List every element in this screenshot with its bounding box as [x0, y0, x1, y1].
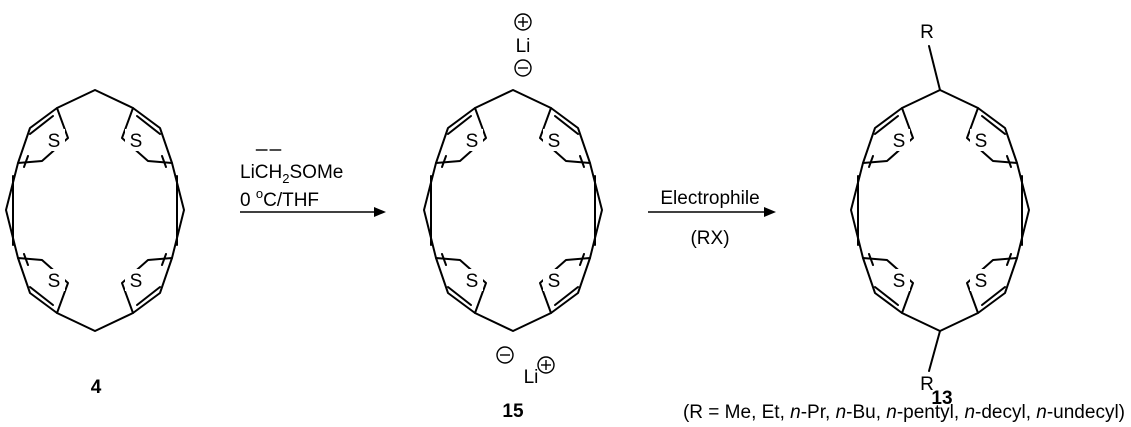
- compound-4-structure: S S S S: [5, 89, 185, 332]
- sulfur-label: S: [975, 131, 988, 152]
- sulfur-label: S: [466, 131, 479, 152]
- sulfur-label: S: [893, 271, 906, 292]
- top-lithium-carbanion: Li: [514, 13, 532, 77]
- sulfur-label: S: [130, 131, 143, 152]
- substituent-footnote: (R = Me, Et, n-Pr, n-Bu, n-pentyl, n-dec…: [683, 402, 1125, 423]
- compound-label-13: 13: [931, 388, 952, 409]
- sulfur-label: S: [48, 131, 61, 152]
- sulfur-label: S: [893, 131, 906, 152]
- reagent-line-2: 0 oC/THF: [240, 186, 319, 211]
- r-substituent-top: R: [920, 22, 934, 43]
- sulfur-label: S: [130, 271, 143, 292]
- compound-label-4: 4: [91, 377, 102, 398]
- electrophile-label: Electrophile: [660, 188, 759, 209]
- sulfur-label: S: [548, 271, 561, 292]
- lithium-label: Li: [524, 367, 539, 388]
- rx-label: (RX): [690, 228, 729, 249]
- sulfur-label: S: [466, 271, 479, 292]
- sulfur-label: S: [48, 271, 61, 292]
- sulfur-label: S: [975, 271, 988, 292]
- r-substituent-bottom: R: [920, 374, 934, 395]
- sulfur-label: S: [548, 131, 561, 152]
- reagent-line-1: LiCH2SOMe: [240, 162, 343, 186]
- lithium-label: Li: [516, 36, 531, 57]
- compound-13-structure: S S S S: [850, 45, 1030, 372]
- reaction-arrow-2: Electrophile (RX): [648, 188, 776, 249]
- reaction-arrow-1: LiCH2SOMe 0 oC/THF: [240, 149, 386, 217]
- compound-15-structure: S S S S: [423, 89, 603, 332]
- compound-label-15: 15: [502, 401, 524, 422]
- bottom-lithium-carbanion: Li: [496, 346, 555, 388]
